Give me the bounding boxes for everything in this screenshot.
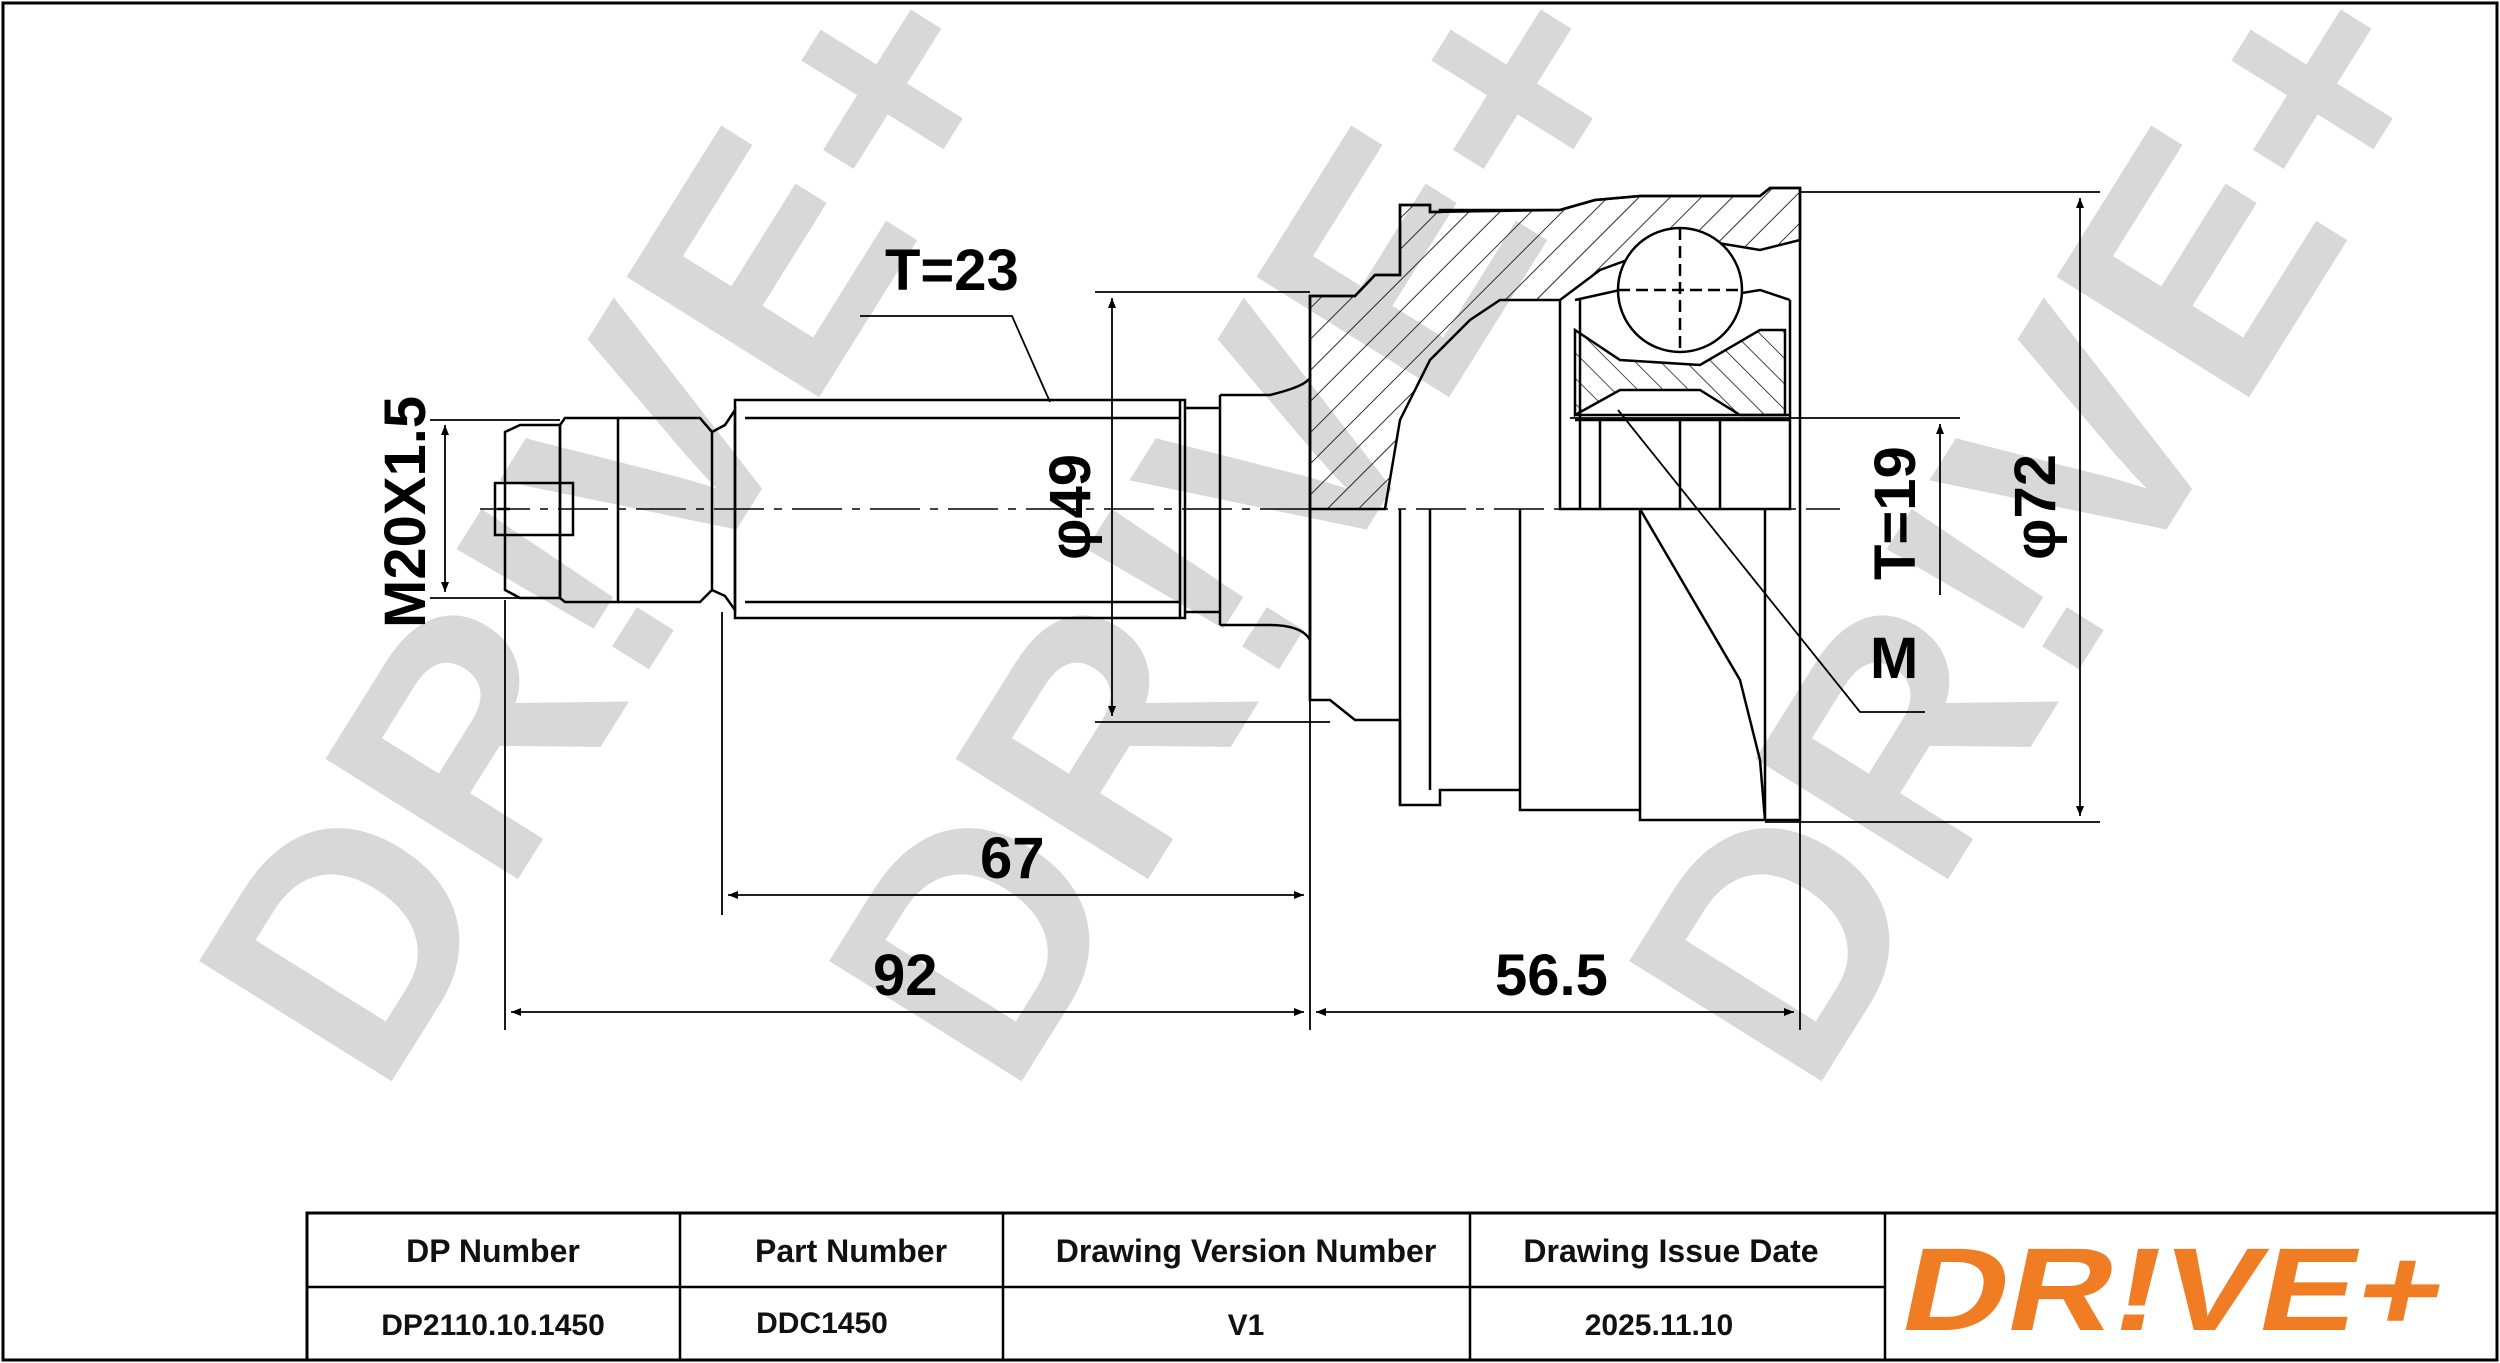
shaft-diameter-label: φ49 xyxy=(1038,454,1103,560)
drawing-version-header: Drawing Version Number xyxy=(1056,1233,1437,1269)
thread-dimension-label: M20X1.5 xyxy=(373,396,438,628)
issue-date-value: 2025.11.10 xyxy=(1585,1309,1734,1342)
length-67-label: 67 xyxy=(980,826,1045,891)
thread-nut xyxy=(558,416,620,604)
drawing-version-value: V1 xyxy=(1228,1309,1265,1342)
dp-number-value: DP2110.10.1450 xyxy=(381,1309,605,1342)
title-block: DP Number Part Number Drawing Version Nu… xyxy=(305,1211,2499,1362)
watermark-right: DR!VE+ xyxy=(1556,0,2500,1137)
housing-diameter-label: φ72 xyxy=(2003,454,2068,560)
length-56-5-label: 56.5 xyxy=(1495,943,1608,1008)
marker-label: M xyxy=(1870,626,1918,691)
shaft-neck xyxy=(618,416,714,604)
watermark-group: DR!VE+ DR!VE+ DR!VE+ xyxy=(126,0,2500,1137)
spline-shaft-teeth-label: T=23 xyxy=(885,238,1019,303)
inner-race xyxy=(1558,300,1792,511)
part-number-header: Part Number xyxy=(755,1233,947,1269)
housing-section-upper xyxy=(1308,186,1802,511)
part-number-value: DDC1450 xyxy=(756,1307,888,1340)
length-92-label: 92 xyxy=(873,943,938,1008)
dp-number-header: DP Number xyxy=(406,1233,580,1269)
cv-joint-drawing xyxy=(480,186,1840,822)
spline-shaft xyxy=(733,398,1187,620)
issue-date-header: Drawing Issue Date xyxy=(1523,1233,1818,1269)
bore-teeth-label: T=19 xyxy=(1863,446,1928,580)
thread-slot xyxy=(493,481,575,537)
drive-logo: DR!VE+ xyxy=(1890,1224,2458,1356)
logo-text: DR!VE+ xyxy=(1890,1224,2458,1356)
dimension-lines xyxy=(430,191,2100,1030)
